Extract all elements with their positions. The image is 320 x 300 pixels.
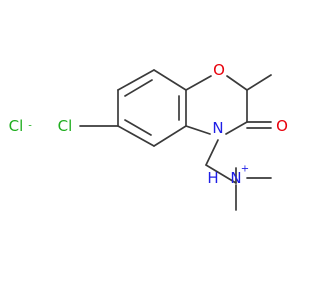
bond (226, 75, 248, 91)
double-bond-inner (124, 79, 153, 97)
bond (117, 69, 155, 91)
side-chain (205, 139, 272, 211)
oxygen-carbonyl-label: O (276, 117, 288, 135)
bond (185, 75, 212, 91)
chloride-ion-label: Cl (9, 117, 24, 135)
oxygen-ring-label: O (213, 61, 225, 79)
double-bond-inner (124, 119, 152, 136)
bond (185, 125, 211, 135)
chlorine-label: Cl (58, 117, 73, 135)
positive-charge-label: + (241, 164, 249, 175)
hydrogen-on-amine-label: H (207, 169, 218, 187)
benzene-ring (117, 69, 187, 147)
bond (205, 164, 237, 184)
bond (153, 125, 187, 147)
nitrogen-ring-label: N (212, 119, 223, 137)
negative-charge-label: - (28, 121, 32, 132)
bond (225, 121, 248, 135)
methyl-bond (246, 74, 272, 91)
bond (153, 69, 187, 91)
amine-nitrogen-label: N (230, 169, 241, 187)
chemical-structure-diagram: O O N Cl H N + Cl - (9, 61, 288, 211)
bond (117, 125, 155, 147)
oxazine-ring (185, 74, 272, 135)
bond (205, 139, 219, 166)
